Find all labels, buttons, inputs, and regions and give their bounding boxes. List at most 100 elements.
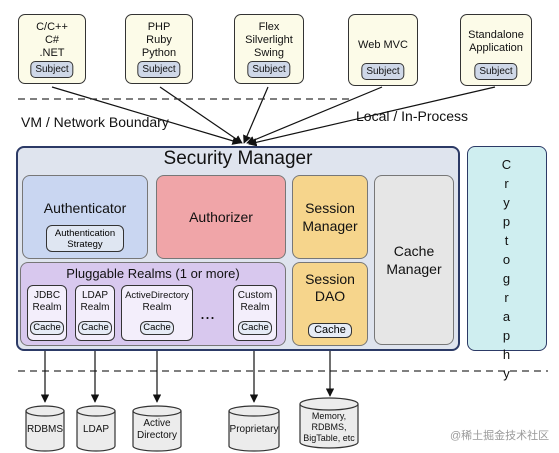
datastore-line: LDAP (82, 424, 110, 435)
realms-ellipsis: ... (200, 303, 216, 323)
arrow-client-4 (246, 86, 383, 144)
client-web-mvc: Web MVC Subject (348, 14, 418, 86)
cryptography-letter: p (502, 328, 512, 343)
arrow-client-3 (243, 86, 269, 144)
client-standalone: Standalone Application Subject (460, 14, 532, 86)
cryptography-letter: t (504, 233, 510, 248)
cylinder-memory-top (299, 397, 359, 411)
client-line: .NET (39, 47, 65, 59)
subject-pill: Subject (30, 61, 74, 78)
session-dao-line: DAO (314, 288, 346, 304)
cylinder-memory (299, 404, 359, 449)
client-line: Standalone (468, 29, 524, 41)
realm-line: Realm (142, 302, 172, 313)
cylinder-ldap (76, 411, 116, 452)
arrow-client-2 (159, 86, 243, 144)
datastore-memory: Memory, RDBMS, BigTable, etc (298, 409, 360, 445)
realm-cache: Cache (30, 321, 64, 335)
datastore-active-directory: Active Directory (130, 416, 184, 444)
cylinder-ad (132, 411, 182, 452)
client-line: Ruby (146, 34, 172, 46)
watermark: @稀土掘金技术社区 (450, 430, 550, 442)
realm-line: ActiveDirectory (125, 290, 189, 301)
cryptography-letter: g (502, 271, 512, 286)
datastore-line: Directory (136, 430, 177, 441)
cryptography-letter: a (502, 309, 512, 324)
client-line: Flex (258, 21, 280, 33)
strategy-line: Strategy (67, 238, 103, 250)
client-cpp: C/C++ C# .NET Subject (18, 14, 86, 84)
datastore-cylinders (25, 397, 359, 452)
realm-cache: Cache (140, 321, 174, 335)
realm-line: Realm (240, 302, 270, 313)
session-dao: Session DAO (292, 262, 368, 346)
client-line: Application (469, 42, 523, 54)
cylinder-rdbms (25, 411, 65, 452)
authentication-strategy: Authentication Strategy (46, 225, 124, 252)
datastore-line: Proprietary (229, 424, 279, 435)
cache-manager-line: Cache (393, 243, 435, 259)
cryptography-letter: y (503, 195, 511, 210)
datastore-proprietary: Proprietary (226, 420, 282, 440)
cylinder-proprietary (228, 411, 280, 452)
cache-manager: Cache Manager (374, 175, 454, 345)
client-arrows (51, 86, 496, 147)
client-line: Swing (254, 47, 284, 59)
session-manager: Session Manager (292, 175, 368, 259)
cylinder-ad-top (132, 405, 182, 417)
realm-active-directory: ActiveDirectory Realm (121, 285, 193, 341)
cryptography-letter: h (502, 347, 512, 362)
datastore-line: Memory, (311, 410, 347, 421)
authorizer-title: Authorizer (189, 209, 253, 225)
cylinder-ldap-top (76, 405, 116, 417)
cryptography-letter: p (502, 214, 512, 229)
subject-pill: Subject (474, 63, 518, 80)
client-line: C# (44, 34, 60, 46)
subject-pill: Subject (247, 61, 291, 78)
client-flex: Flex Silverlight Swing Subject (234, 14, 304, 84)
datastore-line: BigTable, etc (303, 432, 355, 443)
realm-line: JDBC (33, 290, 61, 301)
arrow-client-5 (248, 86, 496, 147)
datastore-rdbms: RDBMS (22, 420, 68, 440)
subject-pill: Subject (361, 63, 405, 80)
authorizer: Authorizer (156, 175, 286, 259)
client-line: Web MVC (358, 39, 408, 51)
session-dao-cache: Cache (308, 323, 352, 338)
strategy-line: Authentication (54, 227, 116, 239)
arrow-client-1 (51, 86, 241, 145)
local-in-process-label: Local / In-Process (356, 108, 469, 124)
cylinder-rdbms-top (25, 405, 65, 417)
realm-line: Custom (237, 290, 273, 301)
cryptography-letter: o (502, 252, 512, 267)
datastore-line: Active (143, 418, 171, 429)
subject-pill: Subject (137, 61, 181, 78)
realm-cache: Cache (78, 321, 112, 335)
session-dao-line: Session (305, 271, 355, 287)
authenticator-title: Authenticator (43, 200, 127, 216)
datastore-arrows (40, 343, 335, 403)
realm-line: Realm (80, 302, 110, 313)
cryptography-letter: y (503, 366, 511, 381)
cryptography-letter: C (501, 157, 513, 172)
pluggable-realms-title: Pluggable Realms (1 or more) (66, 266, 240, 281)
client-line: Silverlight (245, 34, 293, 46)
realm-line: Realm (32, 302, 62, 313)
cylinder-proprietary-top (228, 405, 280, 417)
client-line: C/C++ (36, 21, 68, 33)
realm-line: LDAP (81, 290, 109, 301)
session-manager-line: Session (305, 200, 355, 216)
vm-network-boundary-label: VM / Network Boundary (21, 114, 169, 130)
datastore-ldap: LDAP (74, 420, 118, 440)
client-line: Python (141, 47, 177, 59)
client-php: PHP Ruby Python Subject (125, 14, 193, 84)
client-line: PHP (147, 21, 171, 33)
cryptography-letter: r (504, 176, 510, 191)
session-manager-line: Manager (302, 218, 358, 234)
realm-cache: Cache (238, 321, 272, 335)
cryptography-letter: r (504, 290, 510, 305)
